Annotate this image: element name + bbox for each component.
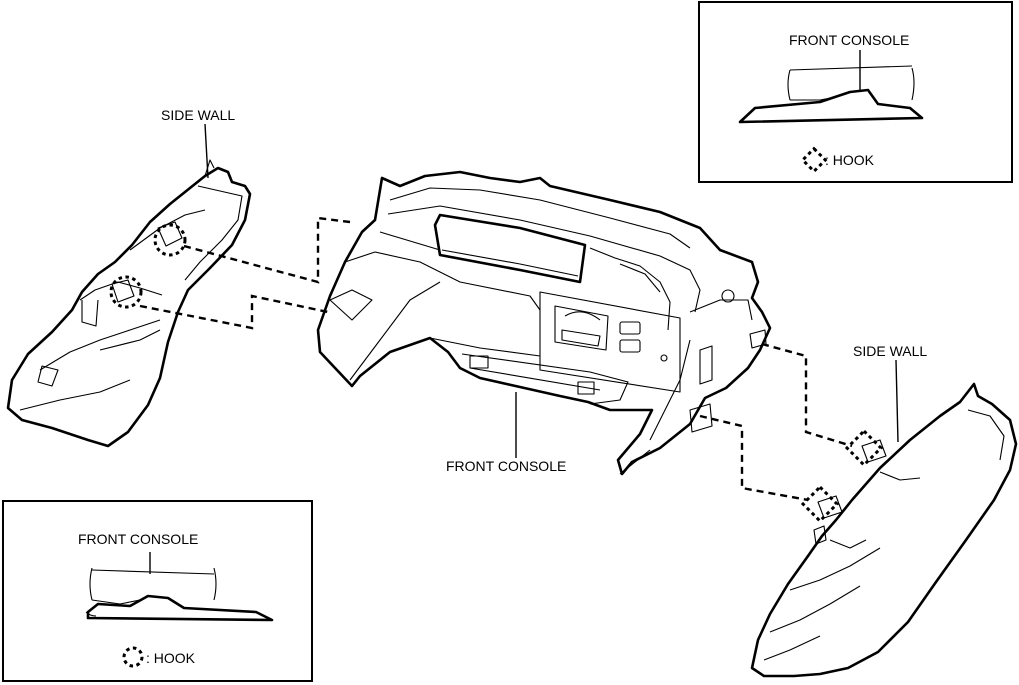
hook-marker xyxy=(153,223,187,257)
side-wall-left-leader xyxy=(204,123,209,179)
hook-marker xyxy=(800,484,840,524)
side-wall-left-label: SIDE WALL xyxy=(161,107,236,123)
inset-detail-bottom xyxy=(2,500,313,682)
inset-bottom-title: FRONT CONSOLE xyxy=(78,531,199,547)
left-side-wall xyxy=(6,159,252,448)
inset-top-title: FRONT CONSOLE xyxy=(789,32,910,48)
right-side-wall xyxy=(750,382,1018,678)
front-console-body xyxy=(316,170,772,476)
hook-legend-icon xyxy=(122,646,144,668)
inset-bottom-hook-legend: : HOOK xyxy=(146,650,196,666)
hook-legend-icon xyxy=(800,146,828,174)
inset-top-hook-legend: : HOOK xyxy=(825,152,875,168)
hook-marker xyxy=(109,275,143,309)
side-wall-right-leader xyxy=(895,359,899,443)
front-console-main-label: FRONT CONSOLE xyxy=(446,458,567,474)
alignment-lines xyxy=(139,216,853,502)
hook-marker xyxy=(844,428,884,468)
side-wall-right-label: SIDE WALL xyxy=(853,343,928,359)
inset-detail-top xyxy=(698,1,1013,183)
